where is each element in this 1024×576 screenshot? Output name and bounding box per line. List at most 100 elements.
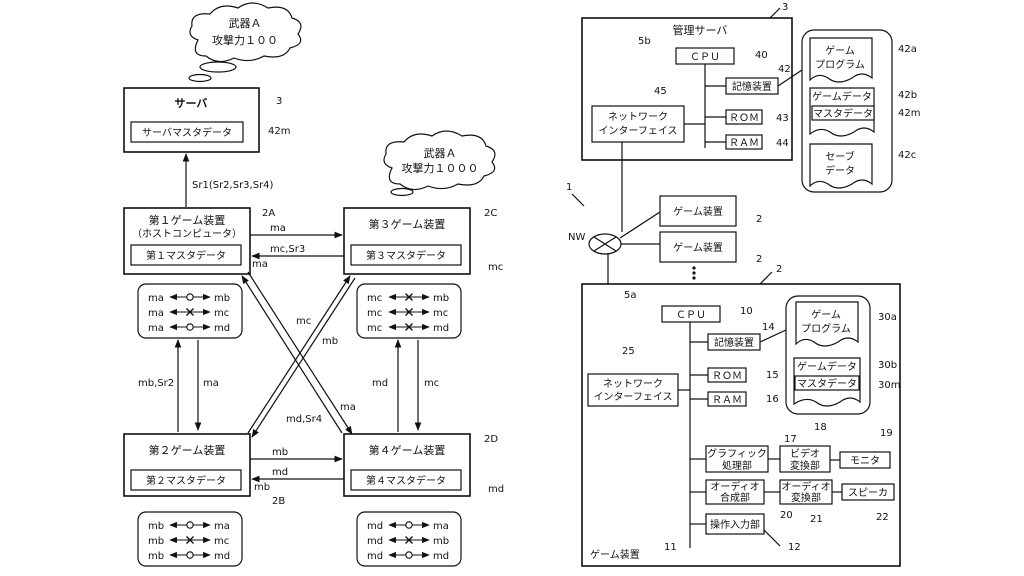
video-converter	[779, 445, 831, 473]
compare-right-label: mc	[433, 308, 448, 319]
mgmt-network-interface	[591, 105, 685, 143]
mgmt-sv-line2: データ	[825, 164, 855, 177]
compare-right-label: mc	[214, 536, 229, 547]
compare-left-label: mb	[148, 521, 164, 532]
mgmt-gd-ref: 42b	[898, 90, 917, 101]
diag-md-label: md,Sr4	[286, 414, 322, 425]
mgmt-storage-ref: 42	[778, 64, 791, 75]
mgmt-storage-contents: ゲーム プログラム 42a ゲームデータ マスタデータ 42b 42m セーブ …	[777, 29, 920, 193]
mgmt-cpu-label: ＣＰＵ	[690, 52, 720, 63]
vid-line1: ビデオ	[790, 447, 820, 460]
mismatch-x-icon	[186, 536, 194, 544]
compare-row: mb ma	[148, 521, 230, 532]
g3-g4-left-label: md	[372, 378, 388, 389]
vid-ref: 18	[814, 422, 827, 433]
compare-row: md md	[367, 551, 449, 562]
server-weapon-cloud: 武器Ａ 攻撃力１００	[188, 2, 302, 83]
mgmt-md-ref: 42m	[898, 108, 920, 119]
mismatch-x-icon	[405, 308, 413, 316]
match-circle-icon	[186, 293, 194, 301]
mgmt-nif-ref: 45	[654, 86, 667, 97]
match-circle-icon	[405, 551, 413, 559]
compare-left-label: md	[367, 551, 383, 562]
diag-mc-label: mc	[296, 316, 311, 327]
spk-label: スピーカ	[848, 487, 888, 499]
compare-right-label: ma	[214, 521, 230, 532]
match-circle-icon	[186, 521, 194, 529]
game-network-interface	[587, 373, 679, 407]
game-nif-line1: ネットワーク	[603, 378, 663, 390]
compare-left-label: mc	[367, 308, 382, 319]
game-cpu-ref: 10	[740, 306, 753, 317]
mgmt-nif-line1: ネットワーク	[608, 111, 668, 123]
gfx-line1: グラフィック	[707, 447, 767, 460]
mon-ref: 19	[880, 428, 893, 439]
game4-ref: 2D	[484, 434, 498, 445]
compare-row: mb mc	[148, 536, 229, 547]
game3-node: 第３ゲーム装置 第３マスタデータ 2C mc	[343, 207, 503, 275]
spk-ref: 22	[876, 512, 889, 523]
aconv-line2: 変換部	[791, 491, 821, 504]
game2-node: 第２ゲーム装置 第２マスタデータ 2B mb	[123, 433, 285, 507]
g3-g4-right-label: mc	[424, 378, 439, 389]
compare-right-label: ma	[433, 521, 449, 532]
game2-inner-ref: mb	[254, 482, 270, 493]
g1-g2-left-label: mb,Sr2	[138, 378, 174, 389]
g2-g4-bottom-label: md	[272, 467, 288, 478]
game-rom-label: ＲＯＭ	[712, 371, 742, 382]
compare-right-label: md	[214, 323, 230, 334]
game-nif-line2: インターフェイス	[593, 391, 672, 403]
compare-right-label: mb	[214, 293, 230, 304]
thought-bubble	[188, 73, 212, 83]
game-gp-line1: ゲーム	[811, 309, 841, 321]
game-ref: 2	[776, 264, 782, 275]
mgmt-sv-ref: 42c	[898, 150, 916, 161]
aud-line2: 合成部	[720, 491, 750, 504]
game1-inner-ref: ma	[252, 259, 268, 270]
compare-row: ma md	[148, 323, 230, 334]
system-ref: 1	[566, 182, 572, 193]
g1-to-g4-diag	[247, 271, 353, 435]
compare-right-label: md	[433, 551, 449, 562]
mgmt-gd-label: ゲームデータ	[812, 90, 872, 103]
game2-master-data: 第２マスタデータ	[146, 474, 226, 487]
diag-ma-label: ma	[340, 402, 356, 413]
compare-left-label: ma	[148, 308, 164, 319]
game1-line1: 第１ゲーム装置	[149, 213, 226, 227]
g2-g4-top-label: mb	[272, 447, 288, 458]
game-storage-label: 記憶装置	[714, 336, 754, 349]
compare-row: mc mc	[367, 308, 448, 319]
thought-bubble	[390, 187, 414, 197]
match-circle-icon	[186, 323, 194, 331]
mgmt-gp-line2: プログラム	[815, 58, 865, 71]
server-ref: 3	[276, 96, 282, 107]
nw-label: NW	[568, 232, 585, 243]
aconv-ref: 21	[810, 514, 823, 525]
game1-ref: 2A	[262, 208, 275, 219]
game-ram-ref: 16	[766, 394, 779, 405]
game-device-a	[659, 195, 737, 227]
game3-weapon-cloud: 武器Ａ 攻撃力１０００	[383, 130, 496, 197]
mgmt-rom-ref: 43	[776, 113, 789, 124]
game-nif-ref: 25	[622, 346, 635, 357]
game-gd-ref: 30b	[878, 360, 897, 371]
game4-title: 第４ゲーム装置	[369, 443, 446, 457]
compare-right-label: md	[214, 551, 230, 562]
aconv-line1: オーディオ	[781, 480, 830, 493]
compare-right-label: md	[433, 323, 449, 334]
compare-left-label: ma	[148, 323, 164, 334]
compare-left-label: mb	[148, 536, 164, 547]
g1-g3-top-label: ma	[270, 223, 286, 234]
mgmt-ref-5b: 5b	[638, 36, 651, 47]
game-md-ref: 30m	[878, 380, 900, 391]
compare-left-label: ma	[148, 293, 164, 304]
game2-ref: 2B	[272, 496, 285, 507]
game-device-b	[659, 231, 737, 263]
sr-label: Sr1(Sr2,Sr3,Sr4)	[192, 180, 274, 191]
audio-converter	[779, 479, 833, 505]
server-master-data: サーバマスタデータ	[142, 126, 232, 139]
